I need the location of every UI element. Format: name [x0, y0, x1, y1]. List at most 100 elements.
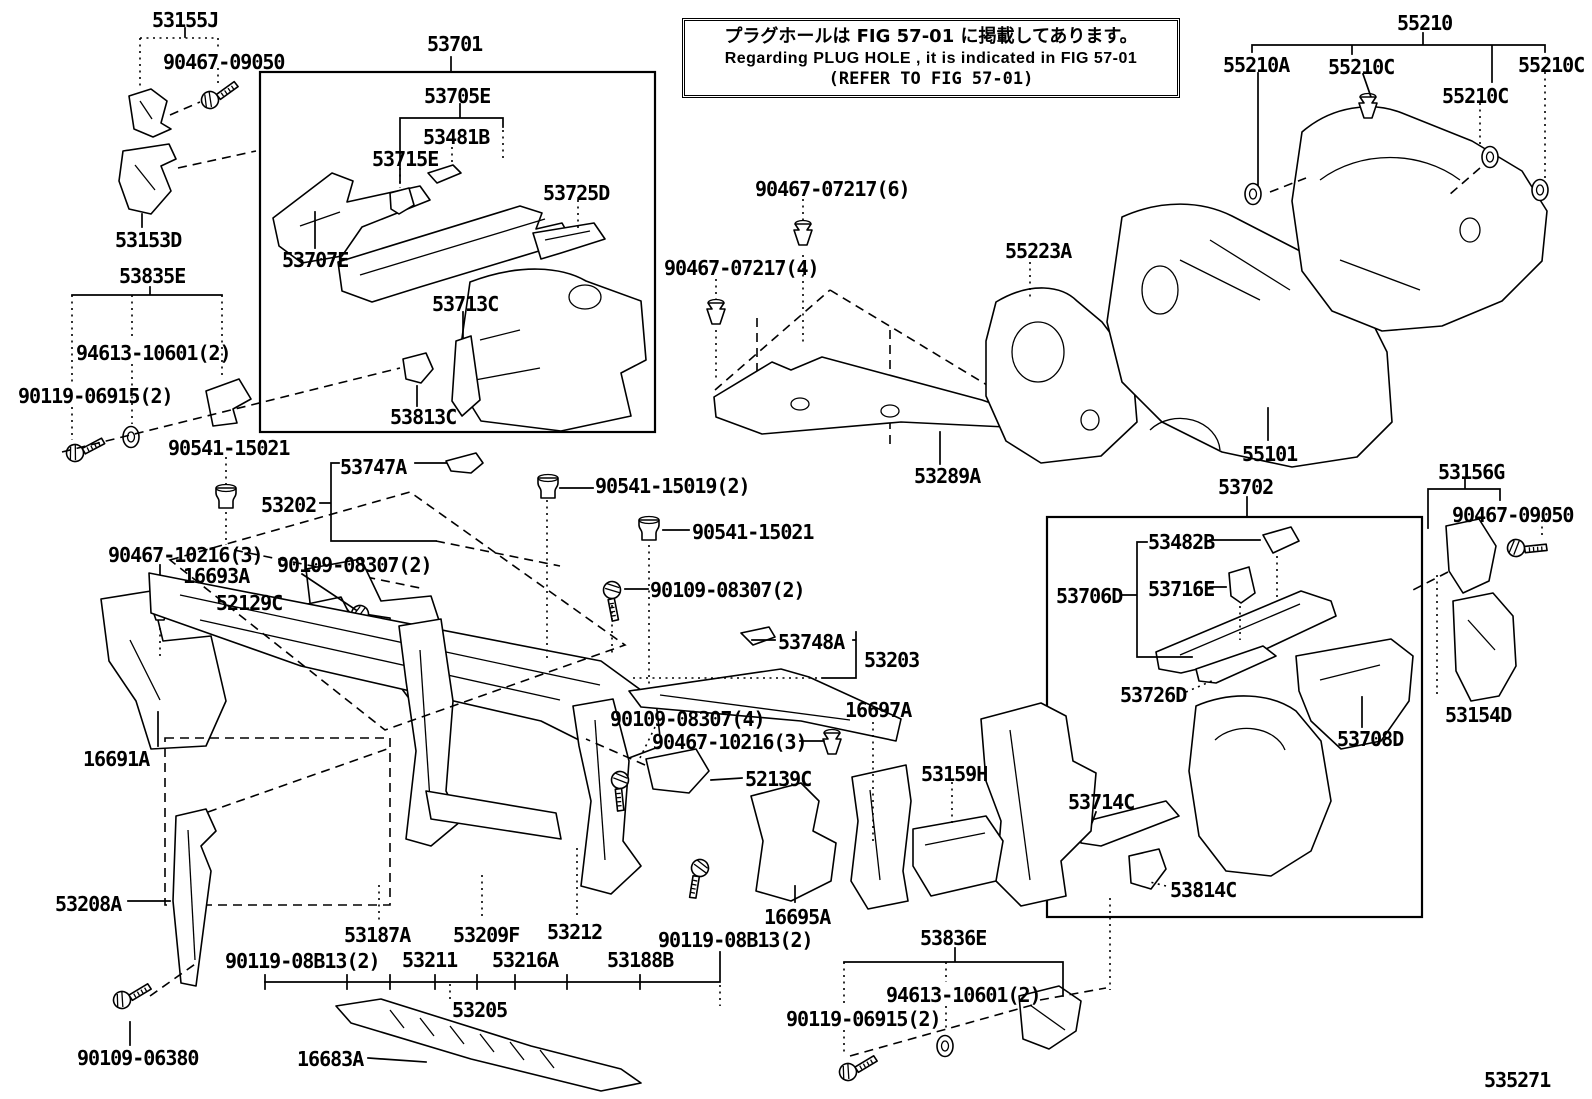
part-label-52129c: 52129C: [216, 591, 283, 615]
part-sketch-55210: [1291, 106, 1548, 332]
part-label-53211: 53211: [402, 948, 458, 972]
part-label-53716e: 53716E: [1148, 577, 1215, 601]
part-label-90541-15019: 90541-15019(2): [595, 474, 751, 498]
part-label-55101: 55101: [1242, 442, 1298, 466]
part-label-53208a: 53208A: [55, 892, 122, 916]
leaders-bottom-left: [127, 747, 427, 1063]
leaders-top-left: [139, 27, 257, 228]
part-label-53187a: 53187A: [344, 923, 411, 947]
part-label-55223a: 55223A: [1005, 239, 1072, 263]
part-label-53203: 53203: [864, 648, 920, 672]
part-label-53212: 53212: [547, 920, 603, 944]
note-line-japanese: プラグホールは FIG 57-01 に掲載してあります。: [724, 26, 1138, 48]
part-sketch-53156g: [1445, 518, 1497, 594]
part-label-53705e: 53705E: [424, 84, 491, 108]
nut-94613-br-icon: [936, 1034, 954, 1058]
bolt-90109-08307-center-icon: [600, 579, 623, 623]
part-label-53725d: 53725D: [543, 181, 610, 205]
part-label-53159h: 53159H: [921, 762, 988, 786]
part-label-53155j: 53155J: [152, 8, 219, 32]
part-label-55210: 55210: [1397, 11, 1453, 35]
part-label-90109-08307-2c: 90109-08307(2): [650, 578, 806, 602]
part-sketch-53708d: [1295, 638, 1414, 750]
part-label-90541-15021-left: 90541-15021: [168, 436, 290, 460]
part-label-53714c: 53714C: [1068, 790, 1135, 814]
leaders-53836e: [843, 947, 1107, 1057]
leaders-center-clips: [714, 199, 1063, 445]
part-sketch-wheelhouse: [1188, 695, 1332, 877]
part-label-16691a: 16691A: [83, 747, 150, 771]
clip-90467-07217-6-icon: [793, 219, 813, 246]
part-label-53154d: 53154D: [1445, 703, 1512, 727]
part-label-53188b: 53188B: [607, 948, 674, 972]
grommet-90541-15019-icon: [537, 473, 559, 499]
figure-number: 535271: [1484, 1068, 1551, 1092]
leaders-53203: [633, 631, 857, 679]
part-sketch-stay-53211: [398, 618, 462, 847]
part-label-53202: 53202: [261, 493, 317, 517]
part-label-53713c: 53713C: [432, 292, 499, 316]
part-sketch-53154d: [1452, 592, 1517, 702]
part-label-53708d: 53708D: [1337, 727, 1404, 751]
part-label-16695a: 16695A: [764, 905, 831, 929]
part-sketch-53814c: [1128, 848, 1167, 890]
leaders-53701: [314, 103, 579, 407]
part-sketch-53836e: [1018, 985, 1082, 1050]
part-sketch-lower-bar: [425, 790, 562, 840]
part-label-90467-09050-tl: 90467-09050: [163, 50, 285, 74]
part-label-53835e: 53835E: [119, 264, 186, 288]
part-sketch-53747a: [445, 452, 484, 474]
part-sketch-16695a: [750, 782, 837, 902]
part-label-90467-07217-6: 90467-07217(6): [755, 177, 911, 201]
part-label-90467-10216-3a: 90467-10216(3): [108, 543, 264, 567]
part-label-90119-08b13-left: 90119-08B13(2): [225, 949, 381, 973]
part-label-52139c: 52139C: [745, 767, 812, 791]
leaders-53702: [1087, 539, 1363, 990]
part-label-53209f: 53209F: [453, 923, 520, 947]
part-sketch-55223a: [985, 262, 1138, 464]
part-label-55210c-2: 55210C: [1442, 84, 1509, 108]
grommet-90541-15021-center-icon: [638, 515, 660, 541]
part-sketch-53713c: [451, 335, 481, 417]
part-label-90541-15021-c: 90541-15021: [692, 520, 814, 544]
part-sketch-53725d: [532, 222, 606, 260]
plug-hole-note-box: プラグホールは FIG 57-01 に掲載してあります。 Regarding P…: [682, 18, 1180, 98]
nut-55210a-icon: [1244, 182, 1262, 206]
part-label-90109-06380: 90109-06380: [77, 1046, 199, 1070]
part-sketch-16683a: [335, 998, 642, 1092]
part-sketch-53726d: [1195, 645, 1277, 684]
part-label-53747a: 53747A: [340, 455, 407, 479]
part-sketch-apron-53702: [1155, 590, 1337, 674]
part-sketch-16697a: [850, 702, 1097, 910]
part-label-90467-10216-3b: 90467-10216(3): [652, 730, 808, 754]
part-label-90119-08b13-right: 90119-08B13(2): [658, 928, 814, 952]
part-label-55210c-1: 55210C: [1328, 55, 1395, 79]
box-53701: [258, 56, 657, 434]
nut-55210c-center-icon: [1481, 145, 1499, 169]
part-label-53748a: 53748A: [778, 630, 845, 654]
part-sketch-53159h: [912, 815, 1004, 897]
part-label-90119-06915-br: 90119-06915(2): [786, 1007, 942, 1031]
part-sketch-53481b: [427, 164, 462, 184]
part-label-94613-10601-tl: 94613-10601(2): [76, 341, 232, 365]
part-label-53481b: 53481B: [423, 125, 490, 149]
clip-90467-07217-4-icon: [706, 298, 726, 325]
bolt-90467-09050-icon: [198, 80, 243, 112]
leaders-mid: [546, 487, 690, 700]
part-sketch-53716e: [1228, 566, 1256, 604]
part-label-55210c-3: 55210C: [1518, 53, 1585, 77]
part-label-53482b: 53482B: [1148, 530, 1215, 554]
part-label-53726d: 53726D: [1120, 683, 1187, 707]
part-label-94613-10601-br: 94613-10601(2): [886, 983, 1042, 1007]
part-label-53715e: 53715E: [372, 147, 439, 171]
part-sketch-53715e: [389, 187, 415, 215]
part-label-16683a: 16683A: [297, 1047, 364, 1071]
part-sketch-53208a: [172, 808, 217, 987]
part-sketch-53813c: [402, 352, 434, 384]
part-label-53836e: 53836E: [920, 926, 987, 950]
part-sketch-53748a: [740, 626, 776, 646]
part-label-53156g: 53156G: [1438, 460, 1505, 484]
leaders-center-right: [585, 722, 953, 903]
part-label-53701: 53701: [427, 32, 483, 56]
